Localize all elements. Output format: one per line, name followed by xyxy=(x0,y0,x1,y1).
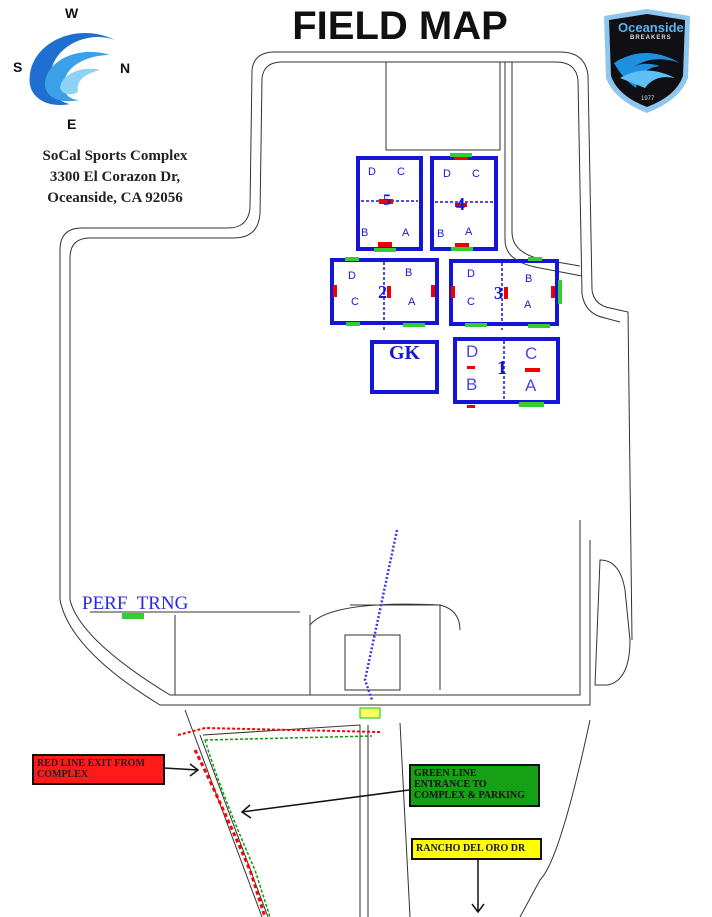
field-5: D C B A 5 xyxy=(358,158,421,249)
compass-w: W xyxy=(65,5,79,21)
field-1: D C B A 1 xyxy=(455,339,558,402)
field-1-boundary xyxy=(453,337,560,404)
quadrant-label: D xyxy=(466,342,479,361)
quadrant-label: B xyxy=(405,267,413,279)
logo-sub: BREAKERS xyxy=(630,35,672,41)
quadrant-label: B xyxy=(361,227,369,239)
field-2: D B C A 2 xyxy=(332,260,437,323)
address-line3: Oceanside, CA 92056 xyxy=(47,190,183,206)
compass-s: S xyxy=(13,59,23,75)
field-midlines xyxy=(361,200,505,400)
quadrant-label: B xyxy=(437,228,445,240)
quadrant-label: D xyxy=(467,268,475,280)
gk-area: GK xyxy=(372,342,437,392)
field-number: 4 xyxy=(456,194,465,214)
goal-markers xyxy=(333,155,555,408)
exit-note: RED LINE EXIT FROM COMPLEX xyxy=(32,754,165,785)
address-line1: SoCal Sports Complex xyxy=(42,148,188,164)
quadrant-label: A xyxy=(525,376,537,395)
quadrant-label: A xyxy=(408,296,416,308)
quadrant-label: C xyxy=(351,296,359,308)
walk-path-line xyxy=(363,529,399,701)
compass: W S N E xyxy=(0,0,150,140)
compass-wave-icon xyxy=(29,32,116,106)
exit-route-line xyxy=(177,726,381,736)
quadrant-label: D xyxy=(443,168,451,180)
exit-route-line-2 xyxy=(193,749,267,917)
quadrant-label: A xyxy=(524,299,532,311)
field-3: D B C A 3 xyxy=(451,261,557,324)
quadrant-label: D xyxy=(348,270,356,282)
gk-label: GK xyxy=(388,342,421,364)
quadrant-label: C xyxy=(472,168,480,180)
logo-year: 1977 xyxy=(641,96,655,102)
perf-training-label: PERF TRNG xyxy=(82,593,189,614)
quadrant-label: C xyxy=(397,166,405,178)
entrance-note: GREEN LINE ENTRANCE TO COMPLEX & PARKING xyxy=(409,764,540,807)
perf-marker xyxy=(122,613,144,619)
quadrant-label: C xyxy=(525,344,538,363)
quadrant-label: B xyxy=(525,273,533,285)
club-logo: Oceanside BREAKERS 1977 xyxy=(600,8,694,114)
compass-n: N xyxy=(120,60,131,76)
quadrant-label: B xyxy=(466,375,478,394)
pointer-arrows xyxy=(163,763,485,914)
quadrant-label: A xyxy=(465,226,473,238)
field-number: 3 xyxy=(494,283,503,303)
quadrant-label: D xyxy=(368,166,376,178)
field-number: 2 xyxy=(378,282,387,302)
team-area-markers xyxy=(345,153,562,407)
compass-e: E xyxy=(67,116,77,132)
entrance-marker xyxy=(359,707,381,719)
quadrant-label: A xyxy=(402,227,410,239)
entrance-route-line xyxy=(204,735,373,917)
field-number: 5 xyxy=(383,192,391,209)
gk-boundary xyxy=(370,340,439,394)
logo-name: Oceanside xyxy=(618,20,684,35)
perimeter-road xyxy=(59,51,633,917)
quadrant-label: C xyxy=(467,296,475,308)
field-4: D C B A 4 xyxy=(432,158,496,249)
road-note: RANCHO DEL ORO DR xyxy=(411,838,542,860)
field-number: 1 xyxy=(497,357,507,379)
page-title: FIELD MAP xyxy=(292,4,508,48)
address-line2: 3300 El Corazon Dr, xyxy=(49,169,181,185)
